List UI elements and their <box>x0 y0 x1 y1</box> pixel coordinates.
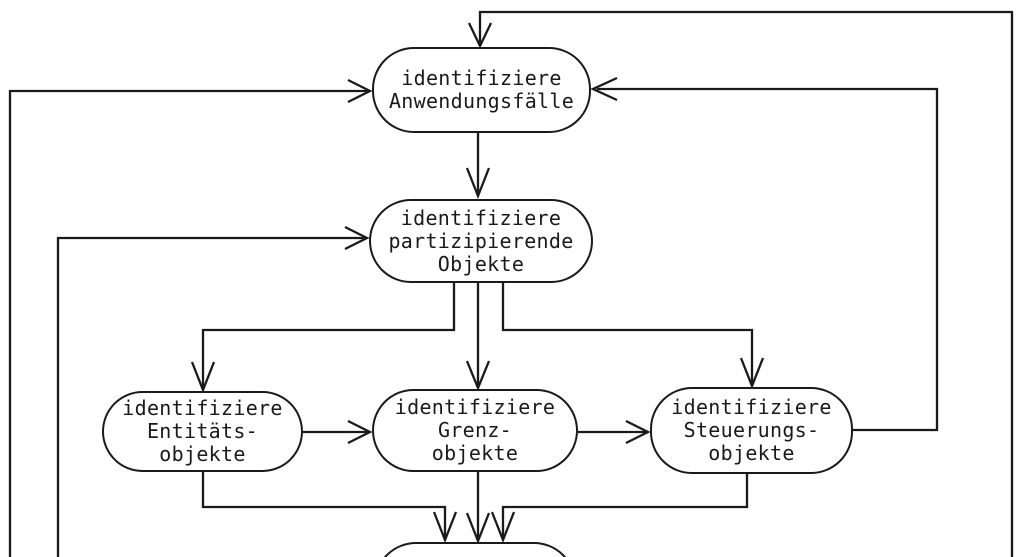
edge-use-cases-to-participating <box>465 133 491 200</box>
node-identify-participating-objects: identifiziere partizipierende Objekte <box>369 199 593 283</box>
edge-participating-to-boundary <box>465 283 491 392</box>
edge-boundary-to-bottom <box>465 472 491 545</box>
node-identify-boundary-objects-label: identifiziere Grenz- objekte <box>394 395 556 465</box>
node-bottom-partial <box>374 542 576 557</box>
edge-loop-left-outer-to-use-cases <box>8 78 373 557</box>
node-identify-entity-objects: identifiziere Entitäts- objekte <box>102 391 303 472</box>
edge-boundary-to-control <box>578 419 651 445</box>
edge-control-to-use-cases <box>590 76 939 432</box>
node-identify-control-objects-label: identifiziere Steuerungs- objekte <box>671 395 832 465</box>
node-identify-participating-objects-label: identifiziere partizipierende Objekte <box>388 205 574 276</box>
edge-entity-to-bottom <box>201 472 458 544</box>
edge-participating-to-entity <box>190 283 456 394</box>
node-identify-use-cases: identifiziere Anwendungsfälle <box>372 47 591 133</box>
edge-entity-to-boundary <box>303 419 373 445</box>
edge-loop-left-inner-to-participating <box>56 225 370 557</box>
edge-loop-right-outer-to-use-cases <box>467 10 1014 557</box>
node-identify-entity-objects-label: identifiziere Entitäts- objekte <box>122 396 283 466</box>
node-identify-use-cases-label: identifiziere Anwendungsfälle <box>388 66 575 113</box>
node-identify-control-objects: identifiziere Steuerungs- objekte <box>650 387 853 474</box>
edge-participating-to-control <box>501 283 765 390</box>
node-identify-boundary-objects: identifiziere Grenz- objekte <box>372 389 578 472</box>
edge-control-to-bottom <box>490 474 749 544</box>
